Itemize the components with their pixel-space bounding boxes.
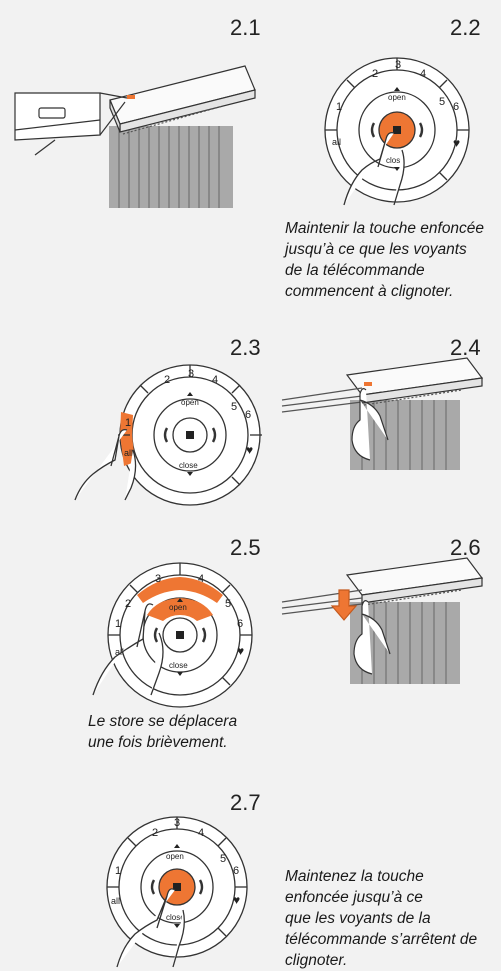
remote-illustration-2-5: 3 2 4 5 1 6 all ♥ open close: [85, 555, 270, 708]
headrail: [109, 65, 256, 135]
remote-button-all: all: [332, 137, 341, 147]
hand-icon: [74, 428, 137, 501]
step-number-2-5: 2.5: [230, 535, 261, 560]
heart-icon: ♥: [233, 893, 240, 907]
remote-button-4: 4: [198, 573, 204, 585]
remote-button-4: 4: [420, 68, 426, 80]
hand-icon: [343, 131, 405, 206]
remote-button-6: 6: [237, 618, 243, 630]
remote-open-label: open: [169, 603, 187, 612]
remote-button-6: 6: [245, 409, 251, 421]
caption-line: enfoncée jusqu’à ce: [285, 889, 423, 906]
headrail-illustration-2-1: [14, 60, 265, 210]
remote-button-5: 5: [225, 598, 231, 610]
step-number-2-4: 2.4: [450, 335, 481, 360]
remote-button-5: 5: [439, 96, 445, 108]
remote-illustration-2-2: 2 4 3 5 1 6 all ♥ open close: [322, 55, 472, 206]
hand-icon: [351, 388, 389, 461]
remote-button-1: 1: [336, 101, 342, 113]
remote-open-label: open: [166, 852, 184, 861]
remote-button-1: 1: [125, 417, 131, 429]
hand-icon: [92, 603, 164, 696]
remote-close-label: close: [169, 661, 188, 670]
remote-button-2: 2: [152, 827, 158, 839]
remote-button-all: all: [111, 896, 120, 906]
caption-line: jusqu’à ce que les voyants: [285, 241, 467, 258]
step-number-2-1: 2.1: [230, 15, 261, 40]
remote-button-3: 3: [188, 368, 194, 380]
heart-icon: ♥: [237, 644, 244, 658]
remote-button-1: 1: [115, 618, 121, 630]
caption-line: une fois brièvement.: [88, 734, 228, 751]
caption-step-2-7: Maintenez la touche enfoncée jusqu’à ce …: [285, 866, 477, 971]
blind-slats: [109, 126, 233, 208]
remote-button-4: 4: [198, 827, 204, 839]
remote-open-label: open: [181, 398, 199, 407]
arrow-down-icon: [330, 589, 358, 621]
remote-illustration-2-7: 2 3 4 5 1 6 all ♥ open close: [95, 812, 255, 968]
step-number-2-6: 2.6: [450, 535, 481, 560]
remote-button-5: 5: [231, 401, 237, 413]
remote-close-label: close: [179, 461, 198, 470]
remote-button-2: 2: [125, 598, 131, 610]
remote-button-5: 5: [220, 853, 226, 865]
caption-line: que les voyants de la: [285, 910, 431, 927]
remote-button-6: 6: [453, 101, 459, 113]
hand-icon: [116, 888, 185, 968]
step-number-2-3: 2.3: [230, 335, 261, 360]
remote-button-6: 6: [233, 865, 239, 877]
remote-button-2: 2: [164, 374, 170, 386]
remote-button-2: 2: [372, 68, 378, 80]
caption-line: clignoter.: [285, 952, 348, 969]
remote-close-label: close: [386, 156, 405, 165]
hand-icon: [353, 600, 391, 675]
caption-line: de la télécommande: [285, 262, 425, 279]
remote-button-3: 3: [155, 573, 161, 585]
caption-step-2-2: Maintenir la touche enfoncée jusqu’à ce …: [285, 218, 484, 302]
caption-line: Le store se déplacera: [88, 713, 238, 730]
remote-button-4: 4: [212, 374, 218, 386]
headrail-illustration-2-6: [281, 557, 487, 685]
caption-line: commencent à clignoter.: [285, 283, 454, 300]
heart-icon: ♥: [453, 136, 460, 150]
caption-line: télécommande s’arrêtent de: [285, 931, 478, 948]
caption-line: Maintenir la touche enfoncée: [285, 220, 485, 237]
remote-illustration-2-3: 2 3 4 5 6 1 all ♥ open close: [74, 364, 265, 506]
remote-open-label: open: [388, 93, 406, 102]
step-number-2-2: 2.2: [450, 15, 481, 40]
remote-button-all: all: [115, 647, 124, 657]
remote-button-3: 3: [395, 59, 401, 71]
detail-inset: [14, 92, 128, 156]
remote-button-3: 3: [174, 817, 180, 829]
remote-close-label: close: [166, 913, 185, 922]
step-number-2-7: 2.7: [230, 790, 261, 815]
caption-line: Maintenez la touche: [285, 868, 424, 885]
heart-icon: ♥: [246, 443, 253, 457]
remote-button-all: all: [124, 448, 133, 458]
caption-step-2-5: Le store se déplacera une fois brièvemen…: [88, 711, 237, 753]
headrail-illustration-2-4: [281, 357, 487, 470]
remote-button-1: 1: [115, 865, 121, 877]
